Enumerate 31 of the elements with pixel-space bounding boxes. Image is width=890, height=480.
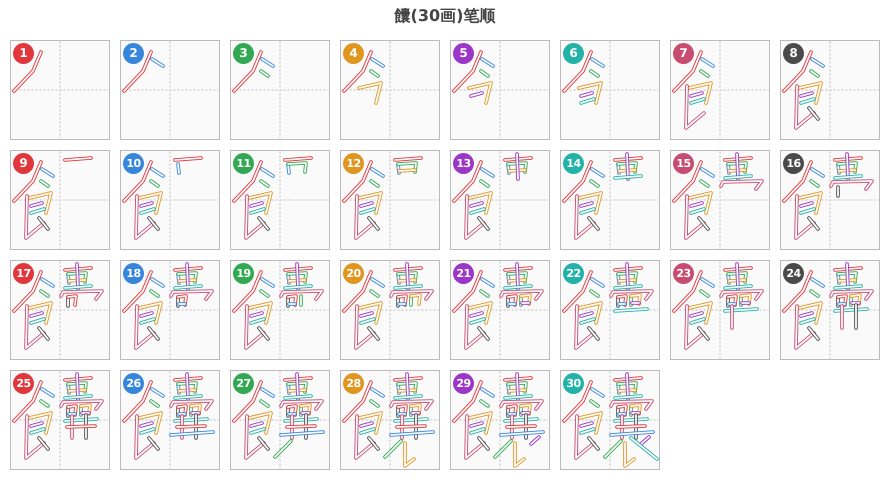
step-number: 3 bbox=[233, 43, 254, 64]
step-number: 27 bbox=[233, 373, 254, 394]
step-number: 26 bbox=[123, 373, 144, 394]
step-number: 5 bbox=[453, 43, 474, 64]
step-number: 30 bbox=[563, 373, 584, 394]
step-number: 15 bbox=[673, 153, 694, 174]
step-number: 20 bbox=[343, 263, 364, 284]
step-number: 1 bbox=[13, 43, 34, 64]
step-number: 13 bbox=[453, 153, 474, 174]
step-number: 22 bbox=[563, 263, 584, 284]
step-number: 24 bbox=[783, 263, 804, 284]
step-number: 14 bbox=[563, 153, 584, 174]
step-number: 8 bbox=[783, 43, 804, 64]
step-number: 23 bbox=[673, 263, 694, 284]
step-number: 4 bbox=[343, 43, 364, 64]
step-number: 6 bbox=[563, 43, 584, 64]
step-number: 29 bbox=[453, 373, 474, 394]
step-number: 11 bbox=[233, 153, 254, 174]
step-number: 28 bbox=[343, 373, 364, 394]
step-number: 17 bbox=[13, 263, 34, 284]
step-number: 25 bbox=[13, 373, 34, 394]
step-number: 9 bbox=[13, 153, 34, 174]
step-number: 10 bbox=[123, 153, 144, 174]
step-number: 12 bbox=[343, 153, 364, 174]
step-number: 19 bbox=[233, 263, 254, 284]
step-number: 7 bbox=[673, 43, 694, 64]
step-number: 18 bbox=[123, 263, 144, 284]
title: 饢(30画)笔顺 bbox=[394, 6, 496, 25]
step-number: 16 bbox=[783, 153, 804, 174]
step-number: 21 bbox=[453, 263, 474, 284]
step-number: 2 bbox=[123, 43, 144, 64]
